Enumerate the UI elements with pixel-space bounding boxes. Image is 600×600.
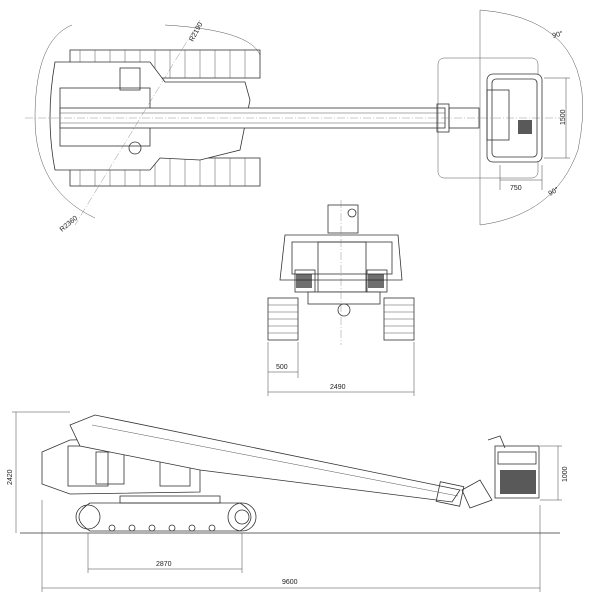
track-length-label: 2870	[156, 561, 172, 568]
radius-rear-label: R2360	[59, 215, 79, 234]
platform-height-label: 1000	[562, 466, 569, 482]
platform-grid	[518, 120, 532, 134]
front-view: 500 2490	[267, 200, 415, 396]
top-view: R2190 R2360 90° 90° 1500 750	[25, 9, 584, 234]
overall-height-label: 2420	[7, 469, 14, 485]
side-boom-head	[435, 481, 465, 507]
hatch	[128, 141, 142, 155]
front-boom-end	[327, 204, 359, 234]
engine-cover	[119, 67, 141, 91]
overall-width-label: 2490	[330, 384, 346, 391]
side-track	[78, 502, 252, 532]
side-jib	[461, 479, 493, 509]
top-arc	[164, 24, 261, 56]
angle-top-label: 90°	[551, 29, 563, 40]
platform-width-label: 1500	[560, 109, 567, 125]
overall-length-label: 9600	[282, 579, 298, 586]
side-view: 2420 1000 2870 9600	[7, 411, 569, 592]
lower-track-treads	[79, 158, 246, 186]
diagonal-radius-line	[74, 19, 201, 226]
platform-rotation-arc	[479, 9, 584, 226]
platform-depth-label: 750	[510, 185, 522, 192]
side-track-rollers	[108, 524, 216, 532]
radius-front-label: R2190	[189, 21, 205, 43]
front-undercarriage	[307, 291, 381, 305]
angle-bottom-label: 90°	[547, 185, 560, 197]
track-width-label: 500	[276, 364, 288, 371]
